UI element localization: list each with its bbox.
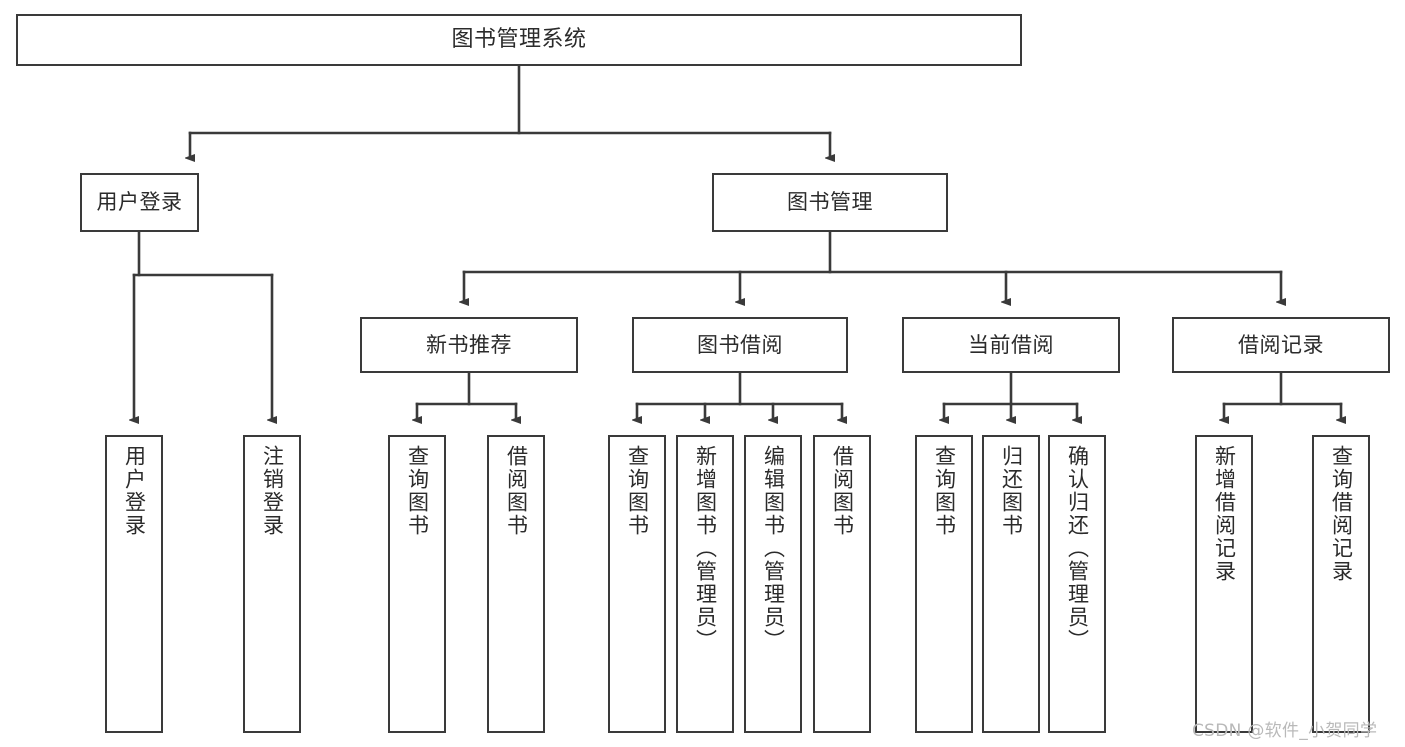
node-borrow-records-label: 借阅记录 — [1238, 332, 1324, 357]
node-book-borrow[interactable]: 图书借阅 — [632, 317, 848, 373]
leaf-query-books-new[interactable]: 查询图书 — [388, 435, 446, 733]
leaf-label: 新增借阅记录 — [1212, 445, 1237, 583]
leaf-label: 注销登录 — [260, 445, 285, 537]
leaf-query-books-current[interactable]: 查询图书 — [915, 435, 973, 733]
leaf-edit-book-admin[interactable]: 编辑图书（管理员） — [744, 435, 802, 733]
node-borrow-records[interactable]: 借阅记录 — [1172, 317, 1390, 373]
leaf-query-books-borrow[interactable]: 查询图书 — [608, 435, 666, 733]
leaf-borrow-books[interactable]: 借阅图书 — [813, 435, 871, 733]
node-current-borrow-label: 当前借阅 — [968, 332, 1054, 357]
leaf-return-books[interactable]: 归还图书 — [982, 435, 1040, 733]
leaf-label: 借阅图书 — [504, 445, 529, 537]
leaf-label: 查询图书 — [625, 445, 650, 537]
leaf-label: 借阅图书 — [830, 445, 855, 537]
leaf-label: 用户登录 — [122, 445, 147, 537]
leaf-add-borrow-record[interactable]: 新增借阅记录 — [1195, 435, 1253, 733]
leaf-logout-login[interactable]: 注销登录 — [243, 435, 301, 733]
node-root-label: 图书管理系统 — [451, 27, 587, 53]
node-user-login-label: 用户登录 — [96, 190, 183, 215]
node-book-borrow-label: 图书借阅 — [697, 332, 783, 357]
leaf-borrow-books-new[interactable]: 借阅图书 — [487, 435, 545, 733]
leaf-label: 查询图书 — [932, 445, 957, 537]
leaf-query-borrow-record[interactable]: 查询借阅记录 — [1312, 435, 1370, 733]
leaf-label: 新增图书（管理员） — [693, 445, 718, 652]
leaf-label: 查询图书 — [405, 445, 430, 537]
node-new-book-recommend-label: 新书推荐 — [426, 332, 512, 357]
node-user-login[interactable]: 用户登录 — [80, 173, 199, 232]
leaf-label: 确认归还（管理员） — [1065, 445, 1090, 652]
node-book-management[interactable]: 图书管理 — [712, 173, 948, 232]
leaf-confirm-return-admin[interactable]: 确认归还（管理员） — [1048, 435, 1106, 733]
leaf-label: 编辑图书（管理员） — [761, 445, 786, 652]
node-new-book-recommend[interactable]: 新书推荐 — [360, 317, 578, 373]
leaf-add-book-admin[interactable]: 新增图书（管理员） — [676, 435, 734, 733]
leaf-label: 归还图书 — [999, 445, 1024, 537]
csdn-watermark: CSDN @软件_小贺同学 — [1192, 721, 1378, 741]
leaf-label: 查询借阅记录 — [1329, 445, 1354, 583]
leaf-user-login[interactable]: 用户登录 — [105, 435, 163, 733]
node-root[interactable]: 图书管理系统 — [16, 14, 1022, 66]
node-current-borrow[interactable]: 当前借阅 — [902, 317, 1120, 373]
node-book-management-label: 图书管理 — [787, 190, 873, 215]
